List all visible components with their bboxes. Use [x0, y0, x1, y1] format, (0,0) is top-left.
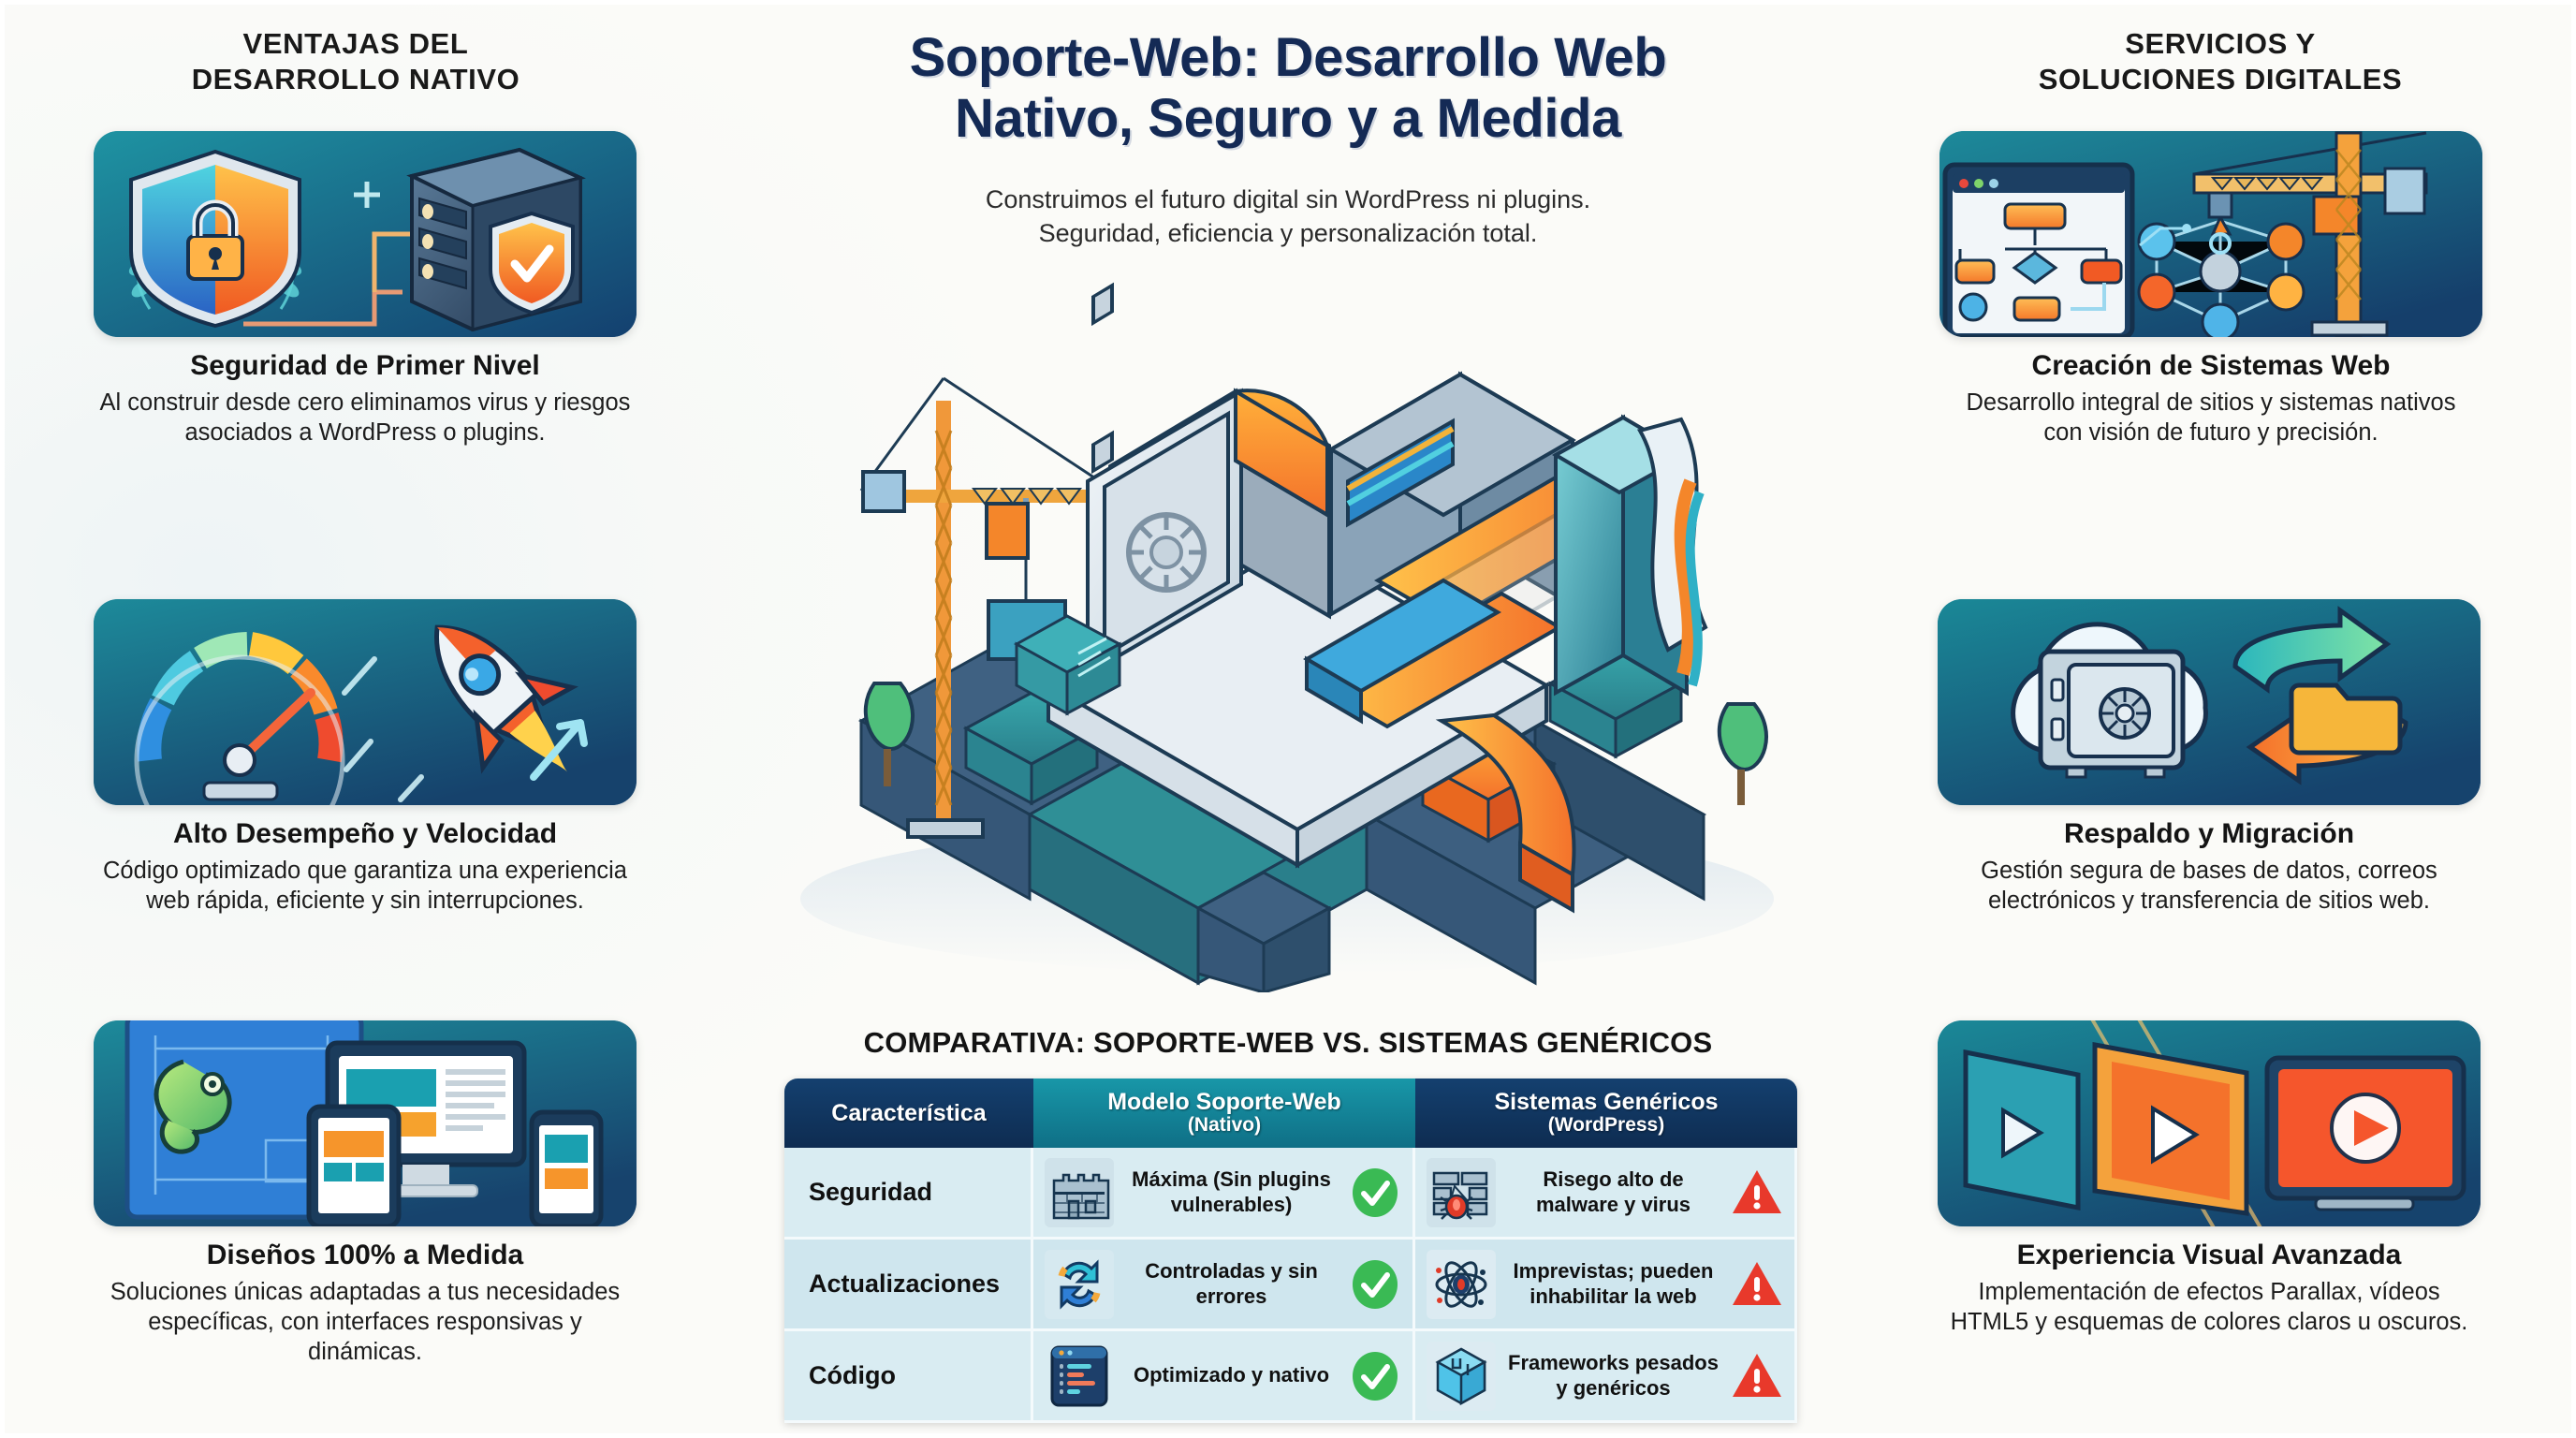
row-feature-label: Actualizaciones — [784, 1240, 1033, 1331]
row-feature-label: Código — [784, 1331, 1033, 1423]
column-header-label: Sistemas Genéricos — [1494, 1089, 1719, 1116]
code-window-icon — [1045, 1342, 1114, 1411]
row-generic-text: Imprevistas; pueden inhabilitar la web — [1513, 1259, 1714, 1308]
feature-description: Gestión segura de bases de datos, correo… — [1981, 857, 2437, 914]
row-generic-text: Frameworks pesados y genéricos — [1508, 1351, 1719, 1400]
left-column-heading: VENTAJAS DEL DESARROLLO NATIVO — [37, 26, 674, 97]
column-header-sistemas-genericos: Sistemas Genéricos (WordPress) — [1415, 1078, 1797, 1148]
column-header-sublabel: (WordPress) — [1547, 1114, 1665, 1137]
feature-card-respaldo[interactable]: Respaldo y Migración Gestión segura de b… — [1938, 599, 2481, 916]
feature-title: Diseños 100% a Medida — [206, 1240, 524, 1270]
warning-icon — [1733, 1261, 1781, 1305]
row-native-text: Optimizado y nativo — [1133, 1363, 1330, 1387]
left-heading-line1: VENTAJAS DEL — [242, 27, 469, 60]
flowchart-network-crane-icon — [1939, 131, 2482, 337]
feature-description: Al construir desde cero eliminamos virus… — [99, 389, 631, 446]
column-header-label: Característica — [831, 1099, 987, 1126]
feature-card-seguridad[interactable]: Seguridad de Primer Nivel Al construir d… — [94, 131, 637, 448]
left-heading-line2: DESARROLLO NATIVO — [191, 62, 520, 95]
subtitle-line-2: Seguridad, eficiencia y personalización … — [1038, 218, 1538, 247]
right-column-heading: SERVICIOS Y SOLUCIONES DIGITALES — [1902, 26, 2539, 97]
feature-title: Experiencia Visual Avanzada — [2016, 1240, 2402, 1270]
table-row: Código — [784, 1331, 1797, 1423]
row-generic-cell: Imprevistas; pueden inhabilitar la web — [1415, 1240, 1797, 1331]
right-heading-line2: SOLUCIONES DIGITALES — [2038, 62, 2403, 95]
feature-card-desempeno[interactable]: Alto Desempeño y Velocidad Código optimi… — [94, 599, 637, 916]
row-native-text: Controladas y sin errores — [1145, 1259, 1318, 1308]
row-native-text: Máxima (Sin plugins vulnerables) — [1132, 1167, 1331, 1216]
shield-lock-server-icon — [94, 131, 637, 337]
cloud-safe-arrows-icon — [1938, 599, 2481, 805]
castle-icon — [1045, 1157, 1114, 1227]
feature-title: Alto Desempeño y Velocidad — [172, 818, 558, 849]
column-header-label: Modelo Soporte-Web — [1107, 1089, 1341, 1116]
feature-title: Seguridad de Primer Nivel — [190, 350, 540, 381]
feature-description: Código optimizado que garantiza una expe… — [103, 857, 627, 914]
feature-card-experiencia[interactable]: Experiencia Visual Avanzada Implementaci… — [1938, 1020, 2481, 1337]
left-column: VENTAJAS DEL DESARROLLO NATIVO — [0, 0, 711, 1438]
center-column: Soporte-Web: Desarrollo Web Nativo, Segu… — [711, 0, 1865, 1438]
feature-description: Soluciones únicas adaptadas a tus necesi… — [110, 1278, 621, 1365]
check-mark-icon — [1353, 1351, 1398, 1401]
warning-icon — [1733, 1353, 1781, 1397]
row-generic-cell: Frameworks pesados y genéricos — [1415, 1331, 1797, 1423]
check-mark-icon — [1353, 1167, 1398, 1217]
title-line-1: Soporte-Web: Desarrollo Web — [909, 27, 1667, 88]
row-native-cell: Controladas y sin errores — [1033, 1240, 1415, 1331]
table-header-row: Característica Modelo Soporte-Web (Nativ… — [784, 1078, 1797, 1148]
right-heading-line1: SERVICIOS Y — [2125, 27, 2316, 60]
comparison-title: COMPARATIVA: SOPORTE-WEB VS. SISTEMAS GE… — [863, 1026, 1713, 1059]
feature-title: Creación de Sistemas Web — [2031, 350, 2391, 381]
page-subtitle: Construimos el futuro digital sin WordPr… — [768, 183, 1808, 250]
table-row: Seguridad — [784, 1148, 1797, 1240]
column-header-modelo-soporte-web: Modelo Soporte-Web (Nativo) — [1033, 1078, 1415, 1148]
row-native-cell: Optimizado y nativo — [1033, 1331, 1415, 1423]
feature-title: Respaldo y Migración — [2063, 818, 2355, 849]
check-mark-icon — [1353, 1259, 1398, 1309]
title-line-2: Nativo, Seguro y a Medida — [955, 87, 1621, 149]
table-row: Actualizaciones Controladas y sin errore… — [784, 1240, 1797, 1331]
feature-card-disenos[interactable]: Diseños 100% a Medida Soluciones únicas … — [94, 1020, 637, 1367]
feature-card-creacion[interactable]: Creación de Sistemas Web Desarrollo inte… — [1939, 131, 2482, 448]
atom-icon — [1427, 1249, 1496, 1319]
heavy-block-icon — [1427, 1341, 1496, 1411]
speedometer-rocket-icon — [94, 599, 637, 805]
warning-icon — [1733, 1169, 1781, 1213]
isometric-secure-web-city-illustration — [749, 281, 1825, 992]
broken-wall-bug-icon — [1427, 1157, 1496, 1227]
right-column: SERVICIOS Y SOLUCIONES DIGITALES — [1865, 0, 2576, 1438]
subtitle-line-1: Construimos el futuro digital sin WordPr… — [985, 185, 1591, 213]
page-title: Soporte-Web: Desarrollo Web Nativo, Segu… — [711, 27, 1865, 150]
column-header-caracteristica: Característica — [784, 1078, 1033, 1148]
feature-description: Desarrollo integral de sitios y sistemas… — [1966, 389, 2456, 446]
refresh-arrows-icon — [1045, 1249, 1114, 1319]
feature-description: Implementación de efectos Parallax, víde… — [1950, 1278, 2468, 1335]
parallax-video-screens-icon — [1938, 1020, 2481, 1226]
row-feature-label: Seguridad — [784, 1148, 1033, 1240]
row-native-cell: Máxima (Sin plugins vulnerables) — [1033, 1148, 1415, 1240]
row-generic-text: Risego alto de malware y virus — [1535, 1167, 1691, 1216]
row-generic-cell: Risego alto de malware y virus — [1415, 1148, 1797, 1240]
chameleon-devices-icon — [94, 1020, 637, 1226]
column-header-sublabel: (Nativo) — [1187, 1114, 1262, 1137]
comparison-table: Característica Modelo Soporte-Web (Nativ… — [784, 1078, 1797, 1423]
